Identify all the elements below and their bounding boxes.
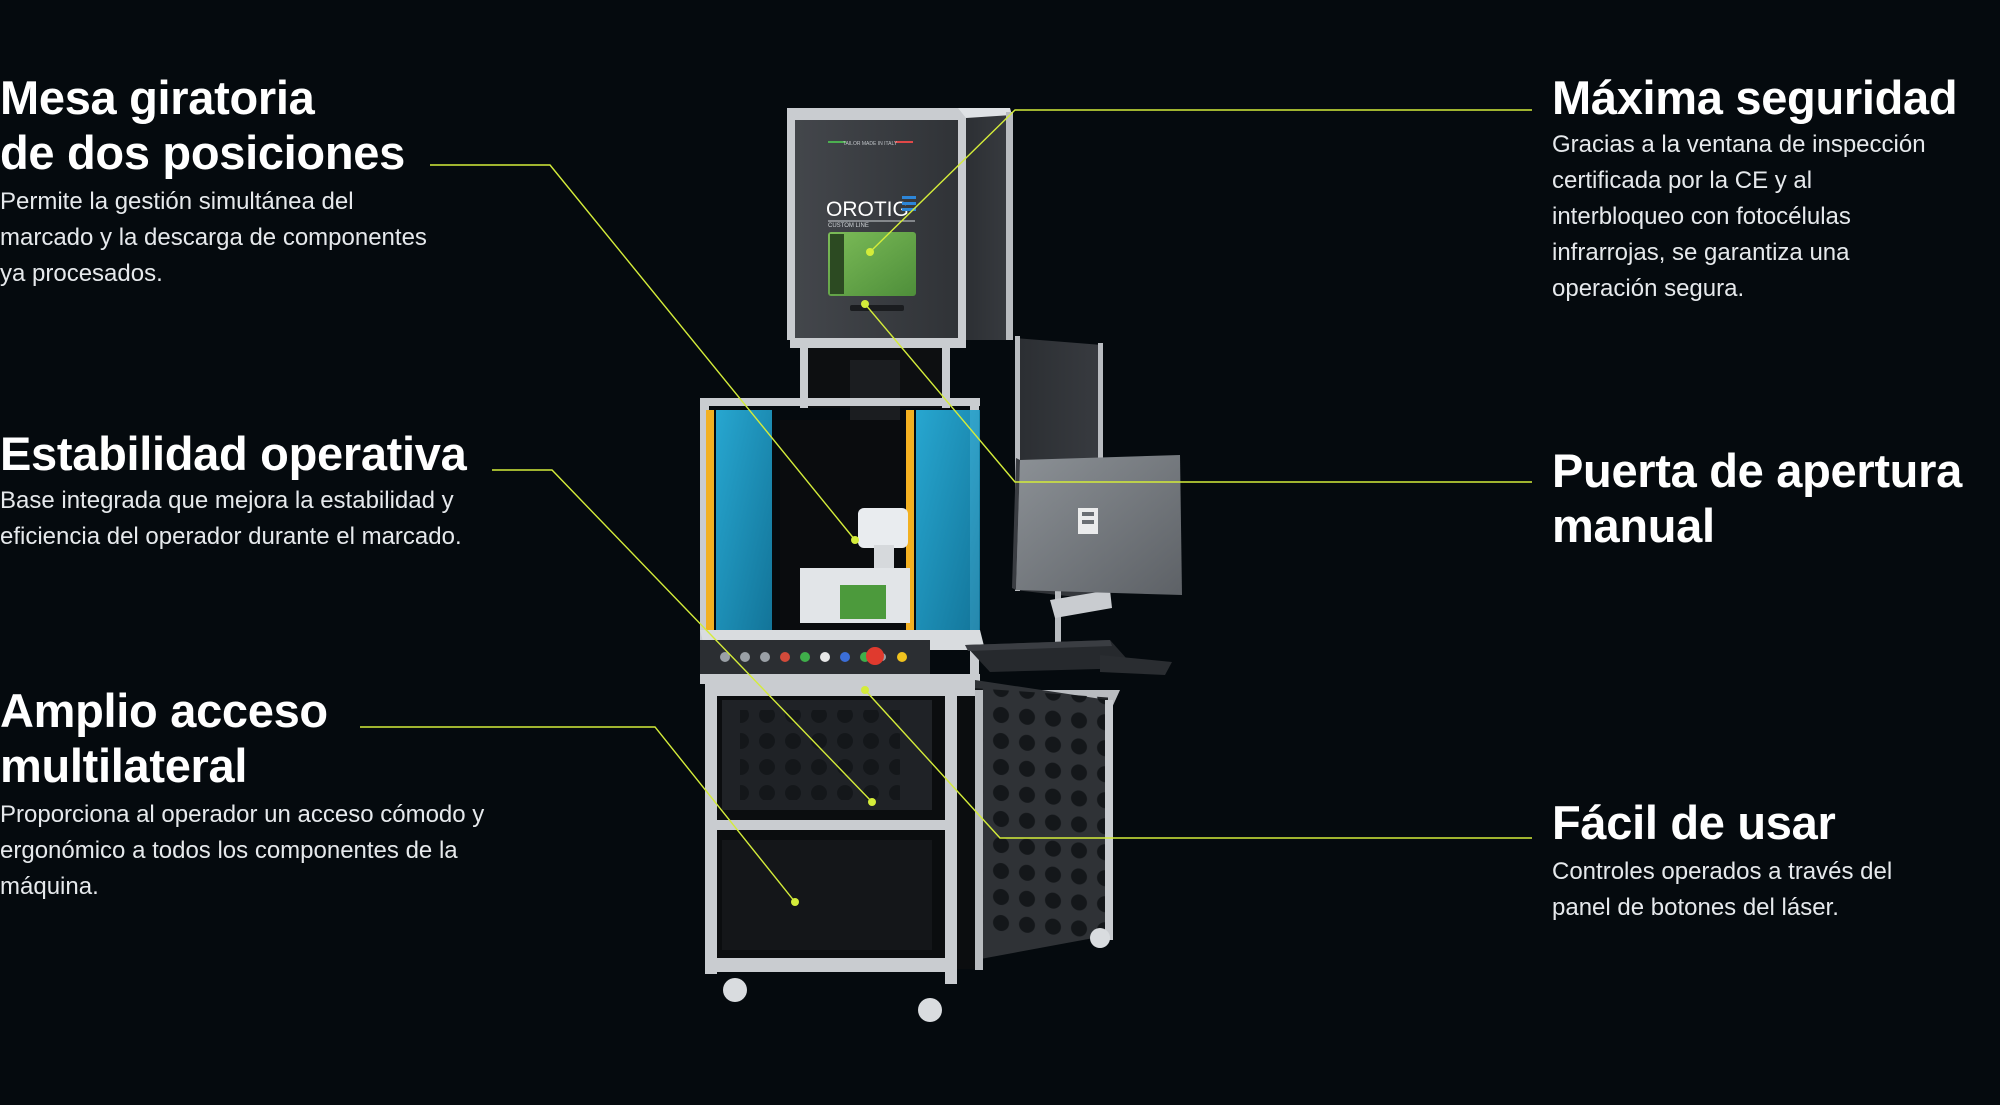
callout-stability: [492, 469, 873, 803]
callout-door: [864, 303, 1532, 483]
feature-stability-title: Estabilidad operativa: [0, 427, 467, 480]
safety-glass-right: [916, 410, 980, 648]
callout-safety: [869, 109, 1532, 253]
feature-ease-desc: Controles operados a través del panel de…: [1552, 858, 1893, 921]
monitor: [1016, 455, 1182, 595]
machine-line: CUSTOM LINE: [828, 223, 869, 229]
laser-head-cabinet: TAILOR MADE IN ITALY OROTIG CUSTOM LINE: [787, 108, 1013, 348]
button-panel: [700, 640, 930, 674]
feature-ease-title: Fácil de usar: [1552, 796, 1836, 849]
light-curtain-left: [706, 410, 714, 668]
feature-access-title: Amplio acceso multilateral: [0, 684, 328, 792]
operator-console: [965, 455, 1182, 712]
machine-tagline: TAILOR MADE IN ITALY: [843, 141, 898, 147]
feature-ease: Fácil de usar Controles operados a travé…: [1552, 795, 1992, 926]
feature-safety-desc: Gracias a la ventana de inspección certi…: [1552, 131, 1926, 302]
feature-safety-title: Máxima seguridad: [1552, 71, 1958, 124]
feature-rotary-table: Mesa giratoria de dos posiciones Permite…: [0, 70, 520, 292]
feature-safety: Máxima seguridad Gracias a la ventana de…: [1552, 70, 1992, 307]
callout-access: [360, 726, 796, 903]
feature-stability-desc: Base integrada que mejora la estabilidad…: [0, 487, 462, 550]
callout-ease: [864, 689, 1532, 839]
machine-brand: OROTIG: [826, 198, 909, 221]
feature-access-desc: Proporciona al operador un acceso cómodo…: [0, 801, 485, 900]
inspection-window: [828, 232, 916, 296]
light-curtain-right: [906, 410, 914, 668]
safety-glass-left: [716, 410, 772, 648]
base-frame: [705, 680, 1113, 1022]
feature-stability: Estabilidad operativa Base integrada que…: [0, 426, 560, 555]
callout-rotary-table: [430, 164, 856, 541]
feature-access: Amplio acceso multilateral Proporciona a…: [0, 683, 580, 905]
feature-rotary-table-title: Mesa giratoria de dos posiciones: [0, 71, 405, 179]
feature-rotary-table-desc: Permite la gestión simultánea del marcad…: [0, 188, 427, 287]
feature-door-title: Puerta de apertura manual: [1552, 444, 1962, 552]
feature-door: Puerta de apertura manual: [1552, 443, 1992, 553]
work-area: [700, 398, 985, 684]
callout-lines: [360, 109, 1532, 906]
